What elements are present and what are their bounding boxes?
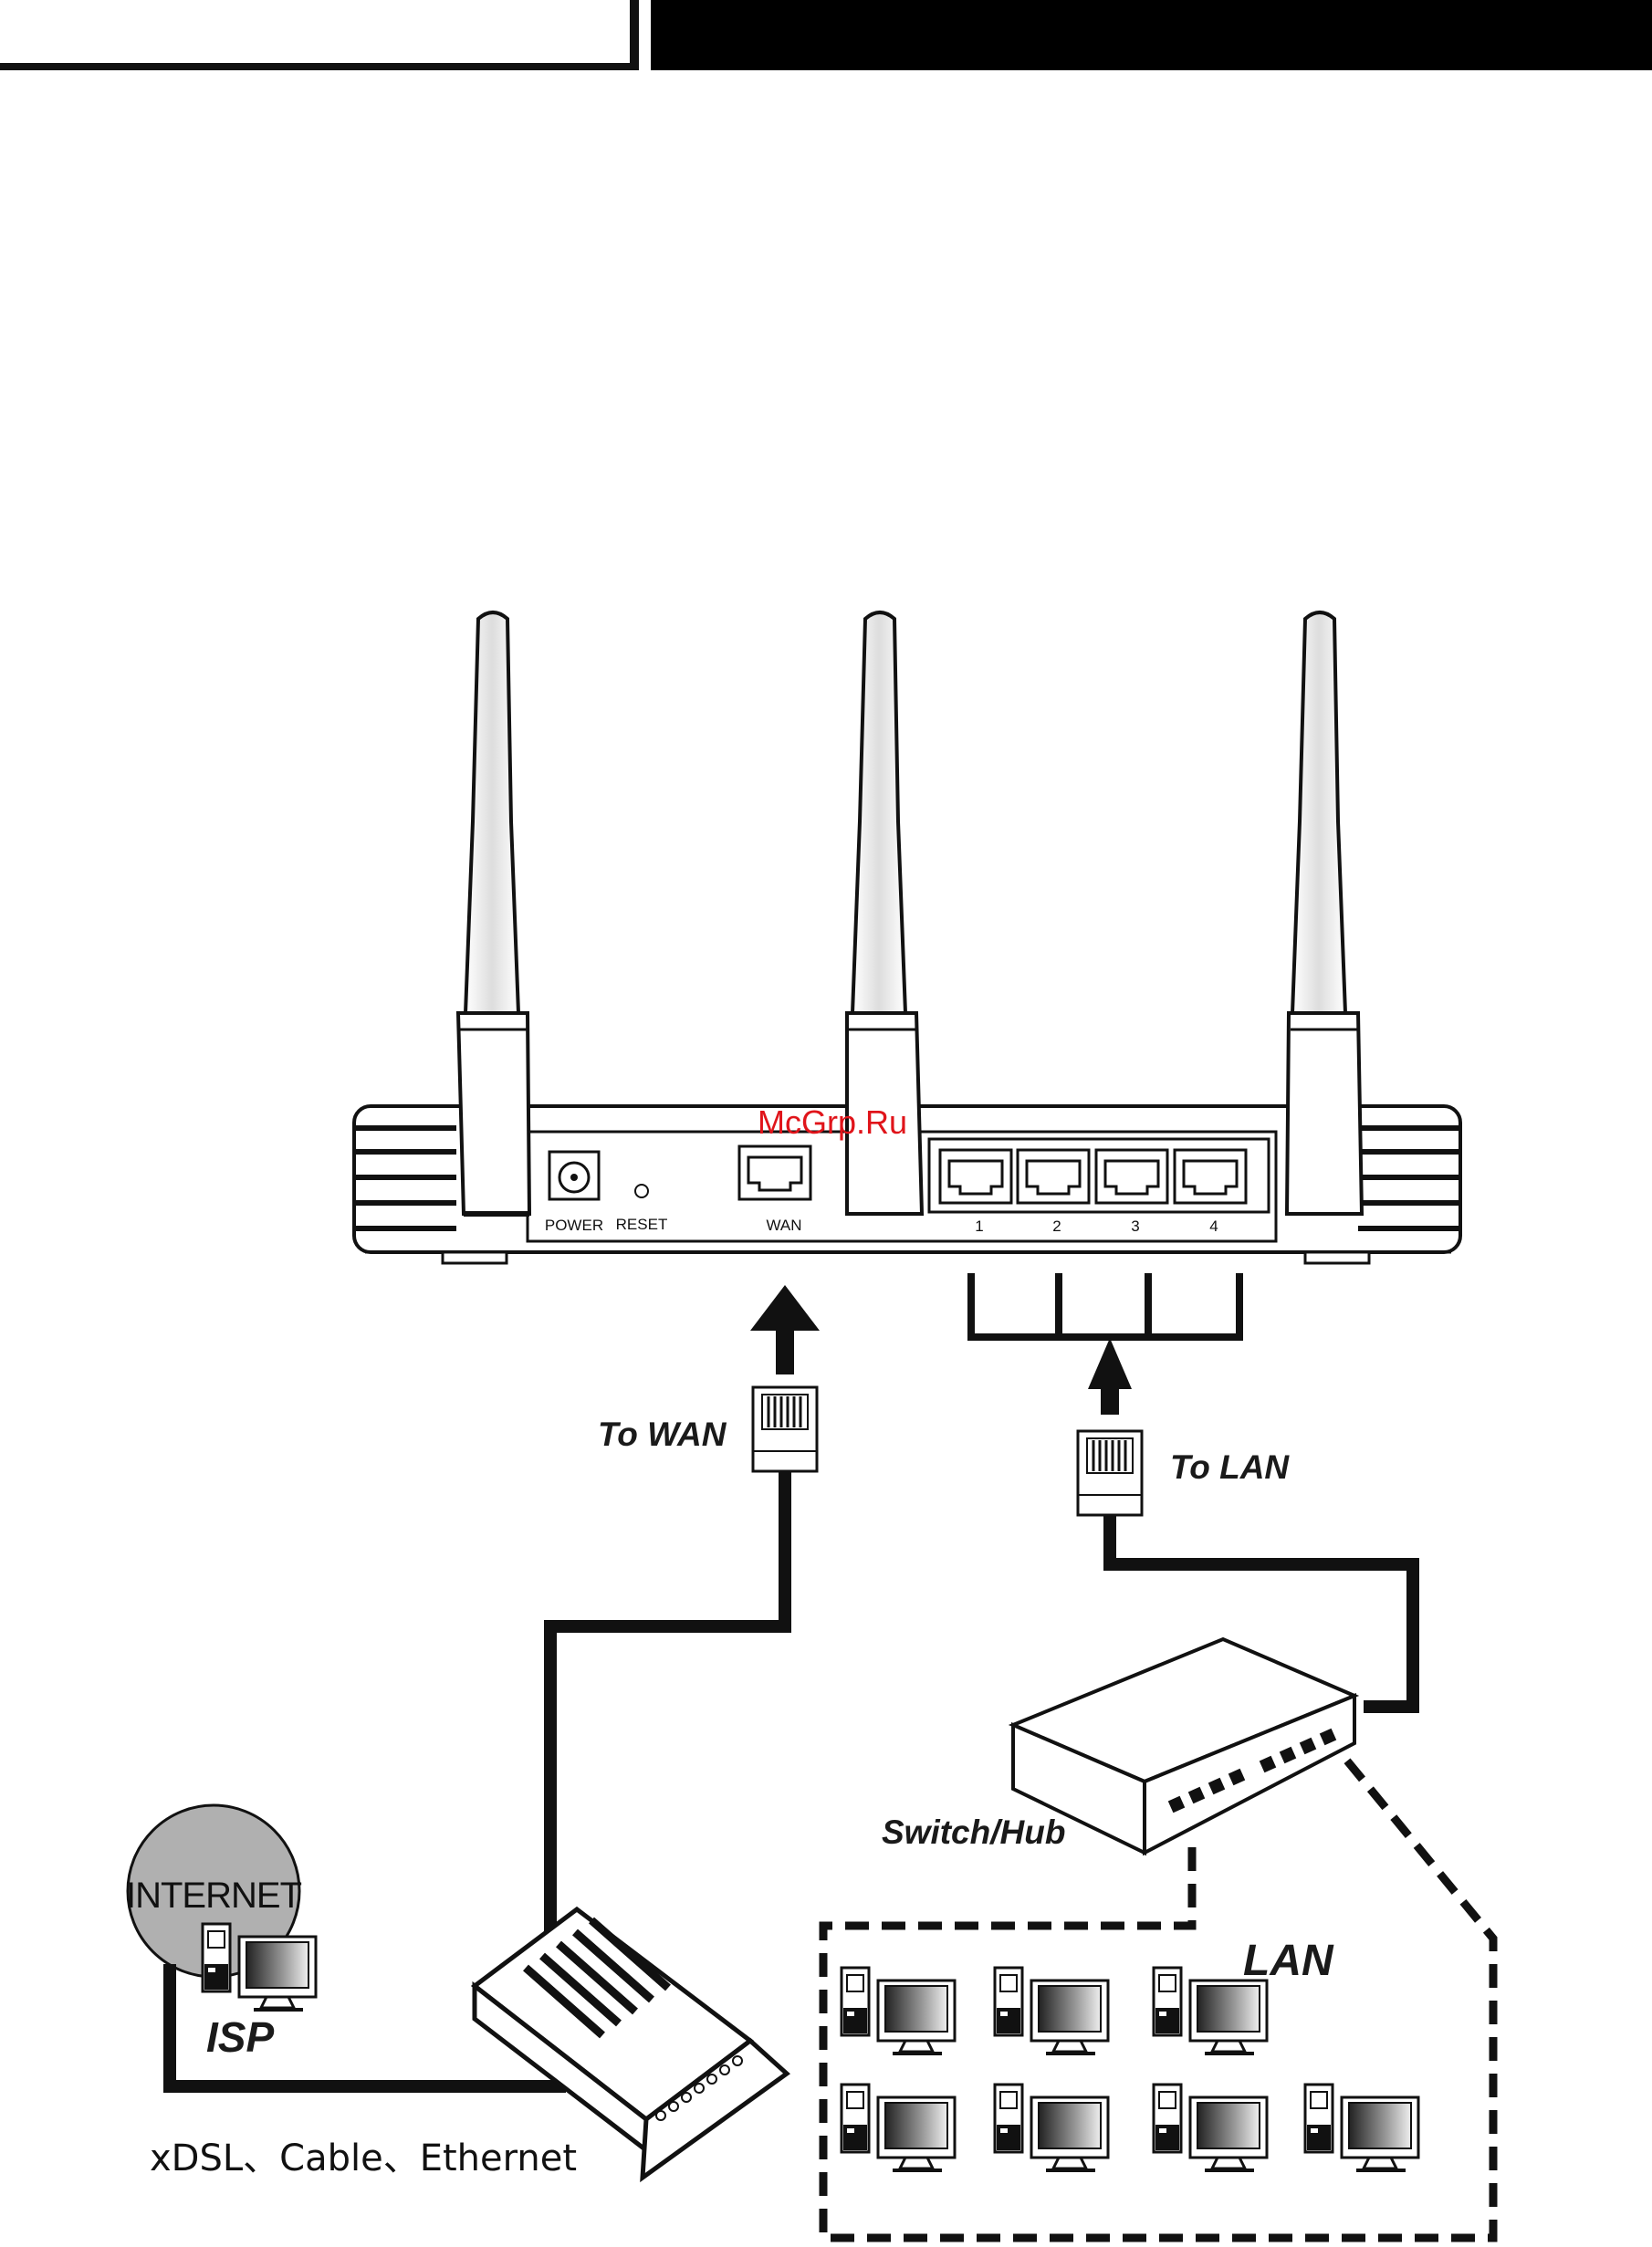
antenna-right bbox=[1287, 612, 1362, 1214]
isp-pc bbox=[203, 1924, 316, 2010]
power-label: POWER bbox=[545, 1217, 603, 1234]
lan-pc-1 bbox=[842, 1968, 955, 2054]
lan-label: LAN bbox=[1243, 1937, 1334, 1985]
switch-hub-label: Switch/Hub bbox=[882, 1813, 1065, 1851]
lan-pc-4 bbox=[842, 2085, 955, 2170]
wan-port bbox=[739, 1146, 810, 1199]
antenna-left bbox=[458, 612, 529, 1214]
lan-pc-7 bbox=[1305, 2085, 1418, 2170]
wan-label: WAN bbox=[766, 1217, 801, 1234]
to-wan-label: To WAN bbox=[598, 1416, 727, 1453]
header-bar bbox=[651, 0, 1652, 70]
lan-port-4 bbox=[1175, 1150, 1246, 1203]
lan-port-label-1: 1 bbox=[975, 1218, 983, 1235]
header-divider bbox=[630, 0, 639, 70]
lan-pc-2 bbox=[995, 1968, 1108, 2054]
wan-cable bbox=[550, 1285, 820, 1935]
lan-pc-5 bbox=[995, 2085, 1108, 2170]
reset-button bbox=[635, 1185, 648, 1197]
reset-label: RESET bbox=[616, 1216, 668, 1233]
lan-port-label-4: 4 bbox=[1209, 1218, 1218, 1235]
watermark: McGrp.Ru bbox=[758, 1103, 907, 1141]
lan-port-label-2: 2 bbox=[1052, 1218, 1061, 1235]
lan-port-2 bbox=[1018, 1150, 1089, 1203]
internet-label: INTERNET bbox=[126, 1876, 302, 1916]
lan-port-label-3: 3 bbox=[1131, 1218, 1139, 1235]
isp-label: ISP bbox=[206, 2013, 274, 2061]
header-rule bbox=[0, 63, 630, 70]
lan-port-1 bbox=[940, 1150, 1011, 1203]
lan-pc-6 bbox=[1154, 2085, 1267, 2170]
to-lan-label: To LAN bbox=[1170, 1448, 1290, 1486]
modem-types-label: xDSL、Cable、Ethernet bbox=[150, 2137, 577, 2179]
lan-cable bbox=[971, 1273, 1413, 1707]
router: POWER RESET WAN 1 2 3 4 bbox=[354, 612, 1460, 1263]
lan-pc-3 bbox=[1154, 1968, 1267, 2054]
lan-pcs bbox=[842, 1968, 1418, 2170]
lan-port-3 bbox=[1096, 1150, 1167, 1203]
